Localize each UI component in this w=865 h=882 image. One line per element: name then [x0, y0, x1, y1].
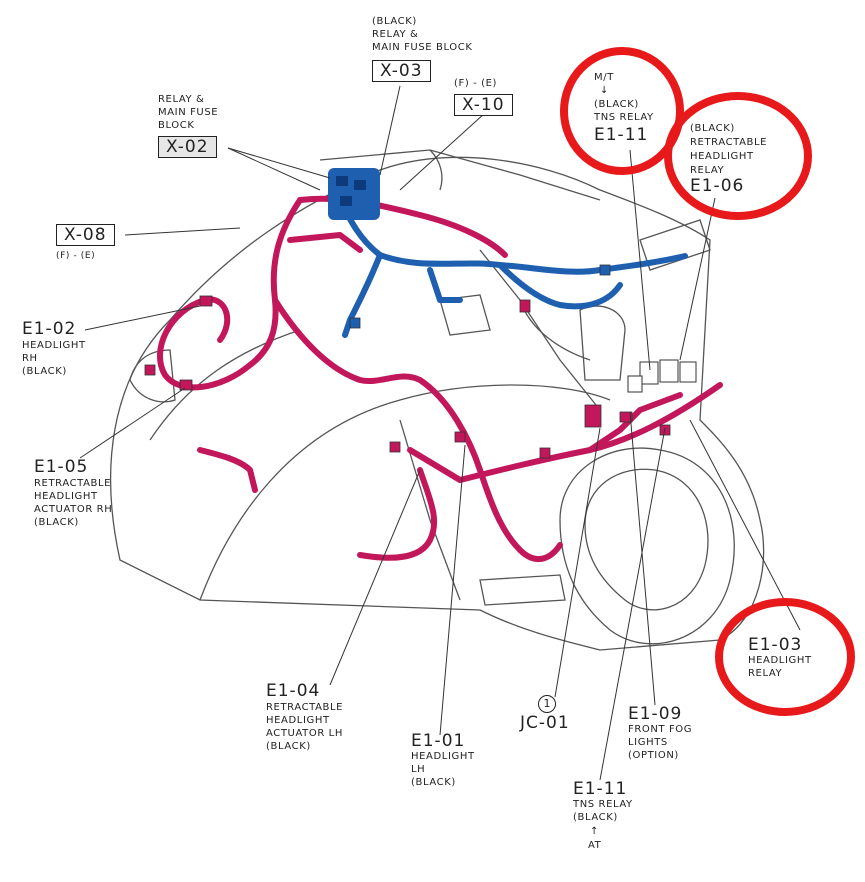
e1-03-desc-2: RELAY [748, 668, 783, 679]
x02-desc-3: BLOCK [158, 120, 195, 131]
e1-11-bottom-desc: TNS RELAY [573, 799, 633, 810]
x03-color: (BLACK) [372, 16, 417, 27]
e1-01-code: E1-01 [411, 731, 466, 751]
highlight-circle-e1-06 [664, 92, 812, 220]
e1-11-bottom-arrow: ↑ [590, 826, 599, 837]
e1-11-top-code: E1-11 [594, 125, 649, 145]
e1-06-color: (BLACK) [690, 123, 735, 134]
e1-03-code: E1-03 [748, 635, 803, 655]
e1-11-bottom-color: (BLACK) [573, 812, 618, 823]
e1-01-desc-2: LH [411, 764, 426, 775]
e1-09-code: E1-09 [628, 704, 683, 724]
x03-desc-2: MAIN FUSE BLOCK [372, 42, 473, 53]
e1-02-desc-2: RH [22, 353, 38, 364]
e1-11-top-desc: TNS RELAY [594, 112, 654, 123]
e1-11-bottom-at: AT [588, 840, 602, 851]
e1-11-top-mt: M/T [594, 72, 614, 83]
e1-02-desc: HEADLIGHT [22, 340, 86, 351]
e1-01-color: (BLACK) [411, 777, 456, 788]
e1-06-desc-3: RELAY [690, 165, 725, 176]
e1-02-code: E1-02 [22, 319, 77, 339]
e1-04-desc-2: HEADLIGHT [266, 715, 330, 726]
x10-note: (F) - (E) [454, 78, 498, 89]
e1-09-desc-3: (OPTION) [628, 750, 679, 761]
e1-04-color: (BLACK) [266, 741, 311, 752]
e1-04-desc-3: ACTUATOR LH [266, 728, 343, 739]
highlight-circle-e1-11 [560, 47, 684, 175]
e1-05-desc-3: ACTUATOR RH [34, 504, 113, 515]
e1-11-top-color: (BLACK) [594, 99, 639, 110]
e1-05-code: E1-05 [34, 457, 89, 477]
e1-06-code: E1-06 [690, 176, 745, 196]
highlight-circles [560, 47, 855, 716]
connectors [144, 264, 671, 459]
jc-01-number-badge: 1 [538, 695, 556, 713]
x03-desc: RELAY & [372, 29, 419, 40]
blue-harness [337, 197, 688, 338]
e1-04-desc: RETRACTABLE [266, 702, 344, 713]
x02-desc-2: MAIN FUSE [158, 107, 219, 118]
x02-code: X-02 [158, 136, 217, 158]
e1-05-desc: RETRACTABLE [34, 478, 112, 489]
x03-code: X-03 [372, 60, 431, 82]
e1-11-top-arrow: ↓ [600, 85, 609, 96]
e1-02-color: (BLACK) [22, 366, 67, 377]
x02-desc: RELAY & [158, 94, 205, 105]
x08-code: X-08 [56, 224, 115, 246]
e1-11-bottom-code: E1-11 [573, 779, 628, 799]
e1-05-desc-2: HEADLIGHT [34, 491, 98, 502]
x08-note: (F) - (E) [56, 251, 96, 261]
red-harness [157, 195, 723, 562]
relay-cluster [627, 359, 697, 393]
e1-06-desc: RETRACTABLE [690, 137, 768, 148]
e1-05-color: (BLACK) [34, 517, 79, 528]
x10-code: X-10 [454, 94, 513, 116]
leader-lines [79, 85, 801, 781]
e1-09-desc: FRONT FOG [628, 724, 693, 735]
e1-04-code: E1-04 [266, 681, 321, 701]
e1-06-desc-2: HEADLIGHT [690, 151, 754, 162]
e1-01-desc: HEADLIGHT [411, 751, 475, 762]
jc-01-code: JC-01 [520, 713, 570, 733]
e1-09-desc-2: LIGHTS [628, 737, 668, 748]
e1-03-desc: HEADLIGHT [748, 655, 812, 666]
relay-block-blue [328, 168, 380, 220]
highlight-circle-e1-03 [715, 598, 855, 716]
